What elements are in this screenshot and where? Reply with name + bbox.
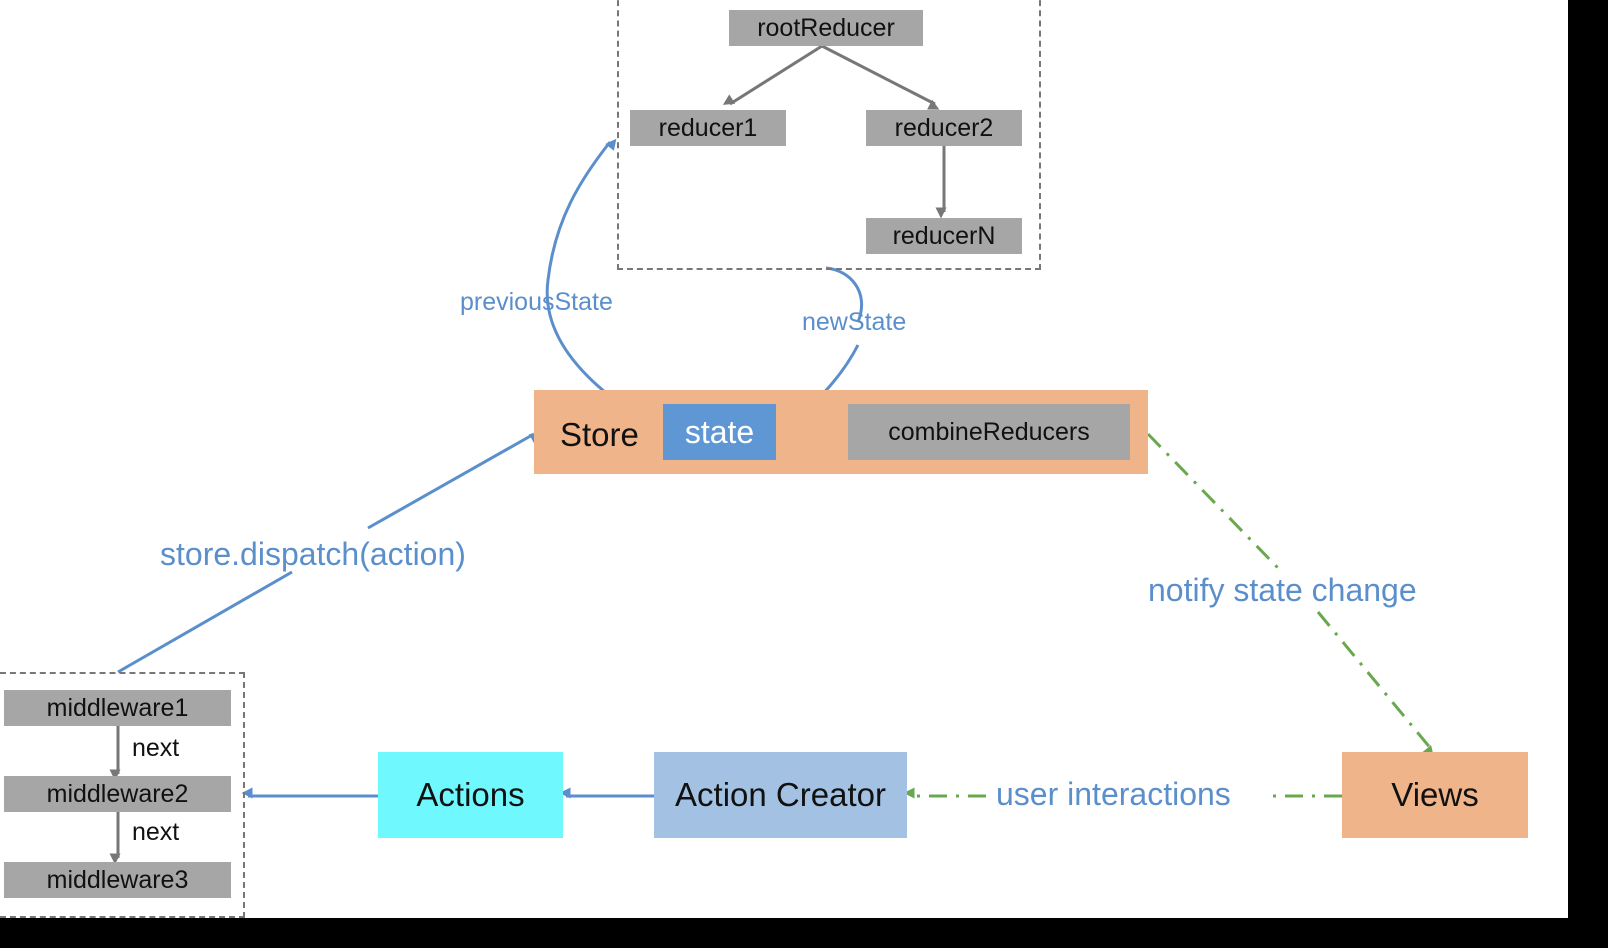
state-box: state [663,404,776,460]
reducer1-box: reducer1 [630,110,786,146]
combine-reducers-box: combineReducers [848,404,1130,460]
middleware-group [0,672,245,918]
reducer-group [617,0,1041,270]
new-state-label: newState [802,308,907,336]
middleware1-box: middleware1 [4,690,231,726]
user-interactions-label: user interactions [996,776,1231,812]
middleware3-box: middleware3 [4,862,231,898]
edge-notify-lower [1316,611,1434,757]
reducern-box: reducerN [866,218,1022,254]
notify-label: notify state change [1148,572,1417,608]
previous-state-label: previousState [460,288,613,316]
edge-root-to-reducer1 [722,44,823,106]
edge-dispatch-upper [367,432,542,530]
actions-box: Actions [378,752,563,838]
dispatch-label: store.dispatch(action) [160,536,466,572]
store-label: Store [560,416,639,453]
edge-notify-upper [1146,432,1280,570]
next-label-1: next [132,734,180,762]
views-box: Views [1342,752,1528,838]
edge-root-to-reducer2 [821,44,940,110]
root-reducer-box: rootReducer [729,10,923,46]
reducer2-box: reducer2 [866,110,1022,146]
redux-flow-diagram: rootReducer reducer1 reducer2 reducerN p… [0,0,1568,918]
edge-dispatch-lower [117,570,293,674]
action-creator-box: Action Creator [654,752,907,838]
next-label-2: next [132,818,180,846]
middleware2-box: middleware2 [4,776,231,812]
